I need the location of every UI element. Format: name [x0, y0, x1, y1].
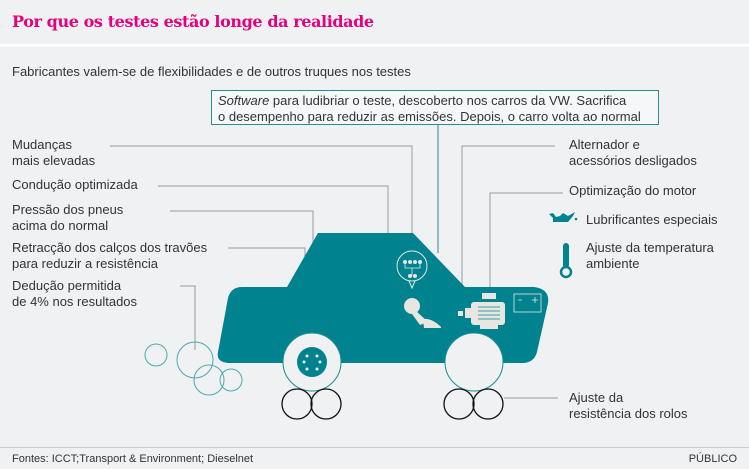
label-line: acessórios desligados — [569, 153, 697, 168]
gearbox-icon — [396, 250, 428, 290]
leader-motor — [489, 192, 563, 293]
thermometer-icon — [559, 243, 573, 279]
callout-line1: para ludibriar o teste, descoberto nos c… — [269, 93, 627, 108]
label-motor: Optimização do motor — [569, 183, 696, 199]
label-line: Ajuste da — [569, 390, 624, 405]
test-rollers — [281, 388, 504, 420]
label-lubrificantes: Lubrificantes especiais — [586, 212, 718, 228]
label-line: ambiente — [586, 256, 640, 271]
leader-deducao — [180, 285, 196, 350]
leader-alternador — [461, 145, 555, 312]
brand: PÚBLICO — [688, 453, 737, 465]
label-line: Lubrificantes especiais — [586, 212, 718, 227]
rear-wheel — [282, 332, 342, 392]
front-wheel — [444, 332, 504, 392]
leader-mudancas — [110, 145, 413, 252]
engine-icon — [458, 293, 505, 329]
page-title: Por que os testes estão longe da realida… — [12, 12, 374, 31]
label-line: Dedução permitida — [12, 278, 122, 293]
divider — [0, 44, 749, 47]
footer-divider — [0, 447, 749, 448]
exhaust-smoke-icon — [144, 341, 243, 396]
label-line: Pressão dos pneus — [12, 202, 124, 217]
label-line: mais elevadas — [12, 153, 96, 168]
gear-stick-icon — [404, 298, 441, 328]
label-line: Optimização do motor — [569, 183, 697, 198]
subtitle: Fabricantes valem-se de flexibilidades e… — [12, 64, 411, 79]
label-line: de 4% nos resultados — [12, 294, 138, 309]
car-body — [217, 233, 549, 363]
callout-italic: Software — [218, 93, 270, 108]
label-line: Condução optimizada — [12, 177, 138, 192]
callout-line2: o desempenho para reduzir as emissões. D… — [218, 109, 641, 124]
oil-can-icon — [549, 212, 578, 222]
label-line: Alternador e — [569, 137, 640, 152]
software-callout: Software para ludibriar o teste, descobe… — [211, 90, 659, 125]
label-line: para reduzir a resistência — [12, 256, 158, 271]
battery-icon — [513, 293, 542, 313]
label-conducao: Condução optimizada — [12, 177, 138, 193]
label-line: resistência dos rolos — [569, 406, 688, 421]
label-line: Ajuste da temperatura — [586, 240, 714, 255]
label-line: Mudanças — [12, 137, 72, 152]
label-line: acima do normal — [12, 218, 109, 233]
label-line: Retracção dos calços dos travões — [12, 240, 208, 255]
sources: Fontes: ICCT;Transport & Environment; Di… — [12, 453, 254, 465]
